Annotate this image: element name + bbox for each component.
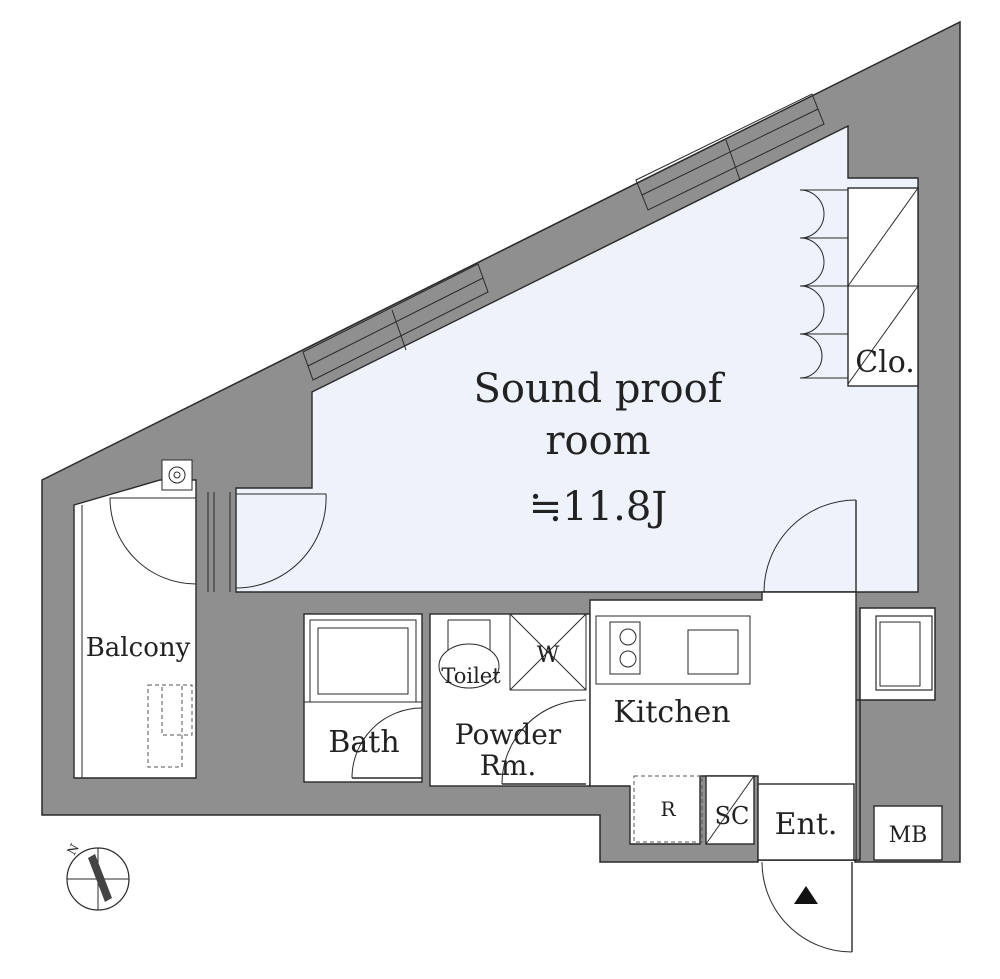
powder-label-line2: Rm.	[480, 749, 537, 782]
main-room-area: ≒11.8J	[529, 484, 668, 530]
main-room-label-line2: room	[545, 418, 650, 464]
compass-north-label: N	[64, 841, 81, 857]
meter-box-label: MB	[889, 823, 928, 848]
entrance-door[interactable]	[761, 861, 853, 953]
fridge-label: R	[660, 797, 676, 821]
kitchen-label: Kitchen	[613, 695, 730, 730]
triangle-up-icon	[794, 886, 818, 904]
bath-label: Bath	[328, 725, 399, 760]
washer-label: W	[537, 643, 560, 668]
balcony-door[interactable]	[207, 492, 327, 592]
entrance-floor	[757, 783, 855, 861]
closet-label: Clo.	[855, 345, 915, 380]
window-lower	[635, 93, 825, 211]
pipe-shaft	[875, 615, 933, 691]
powder-room	[429, 613, 591, 787]
window-upper	[302, 263, 489, 381]
meter-box	[873, 805, 943, 861]
closet	[799, 187, 919, 387]
fridge-space	[633, 775, 703, 843]
room-door[interactable]	[763, 499, 857, 593]
drain-icon	[161, 459, 193, 491]
shoe-closet	[705, 775, 755, 845]
bath	[303, 613, 423, 783]
compass-icon	[66, 847, 130, 911]
powder-label-line1: Powder	[455, 718, 562, 751]
balcony-label: Balcony	[86, 633, 191, 663]
sound-proof-room-floor	[235, 124, 919, 593]
toilet-label: Toilet	[441, 664, 501, 688]
entrance-label: Ent.	[775, 807, 838, 842]
shoe-closet-label: SC	[715, 802, 750, 830]
balcony	[73, 479, 197, 779]
main-room-label-line1: Sound proof	[473, 366, 725, 412]
